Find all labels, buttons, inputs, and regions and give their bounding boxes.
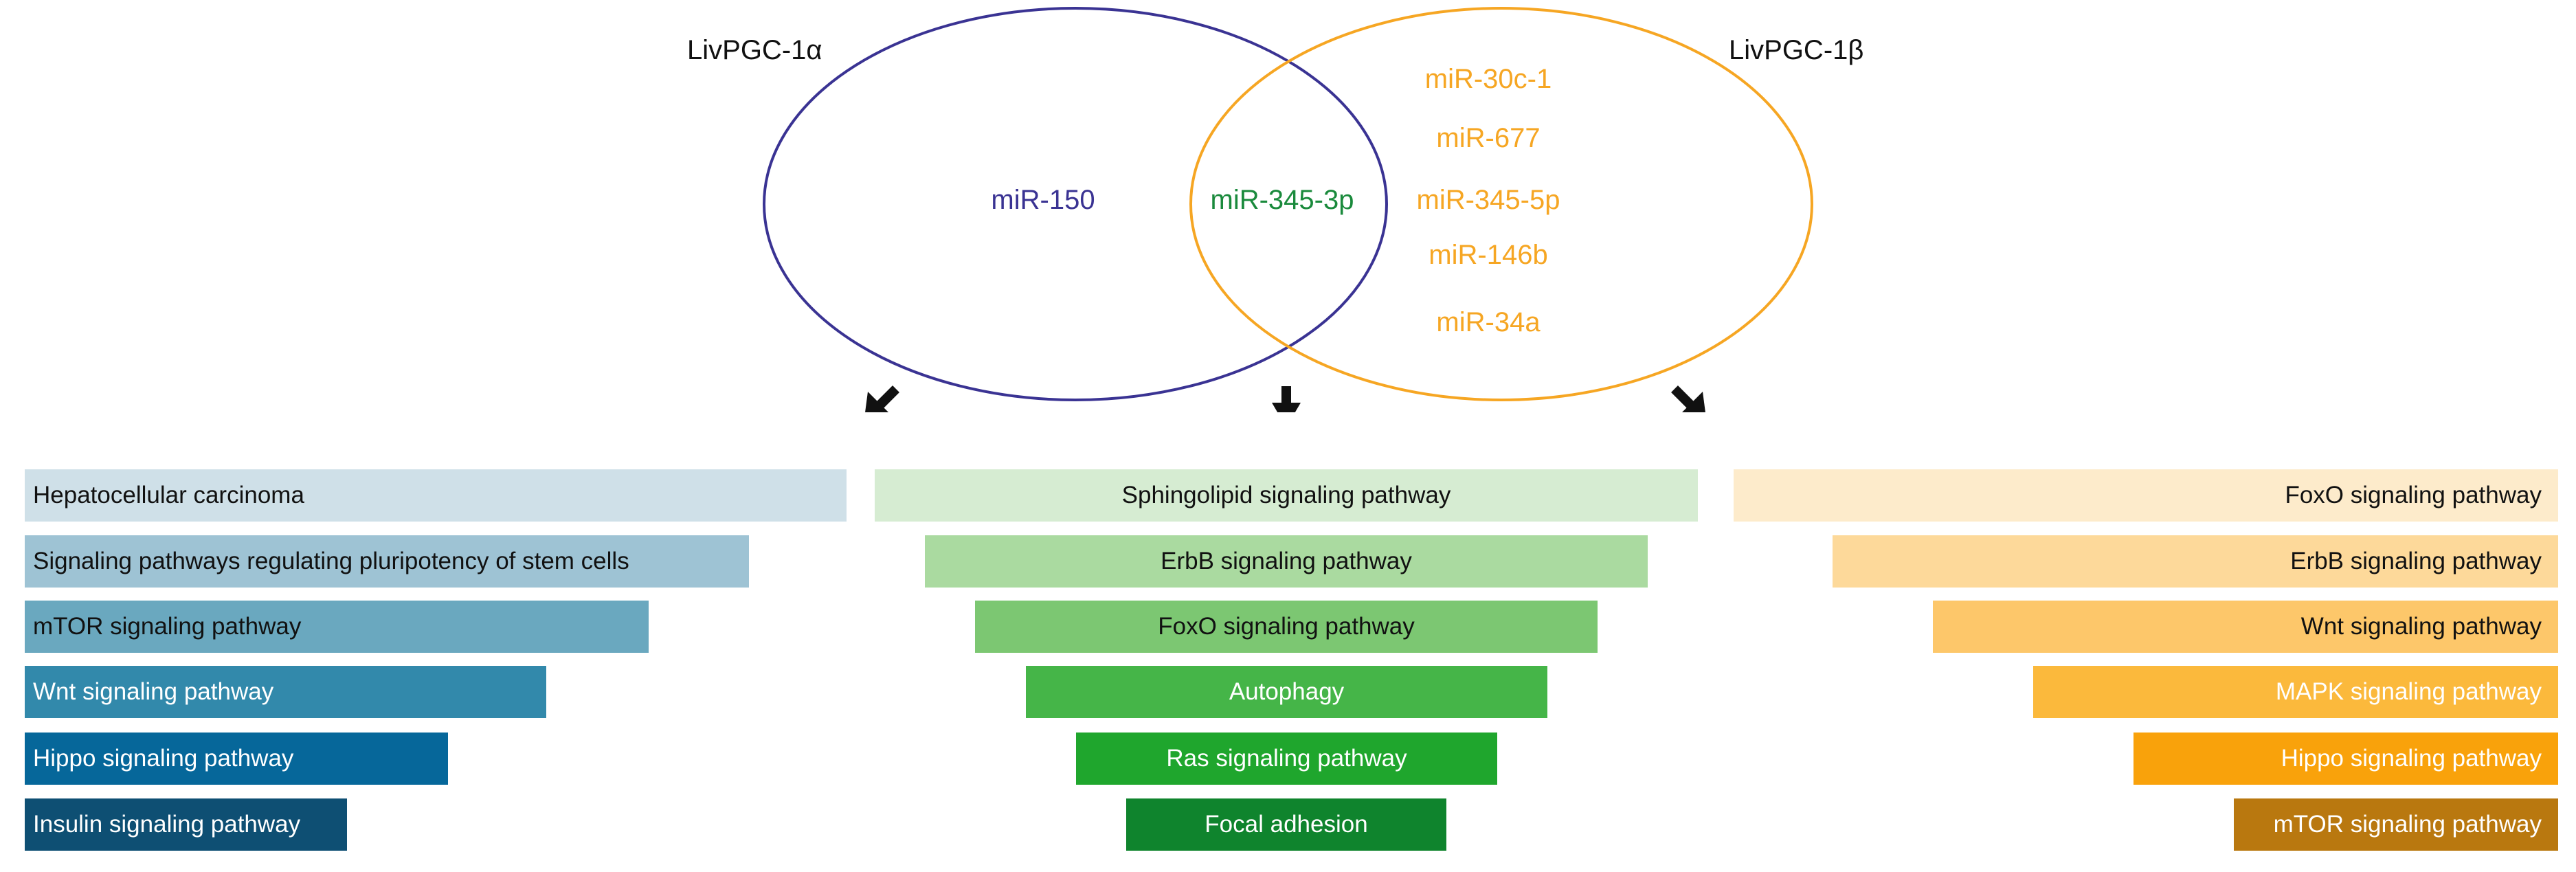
set-label-right: LivPGC-1β xyxy=(1729,35,1863,65)
mirna-right-only: miR-677 xyxy=(1436,123,1540,153)
pathway-label: FoxO signaling pathway xyxy=(1158,613,1415,640)
pathway-bar: ErbB signaling pathway xyxy=(925,535,1648,588)
pathway-bar: Ras signaling pathway xyxy=(1076,733,1497,785)
pathway-label: ErbB signaling pathway xyxy=(1161,548,1412,574)
pathway-label: Insulin signaling pathway xyxy=(33,811,301,838)
pathway-label: Focal adhesion xyxy=(1205,811,1368,838)
mirna-right-only: miR-30c-1 xyxy=(1425,64,1552,94)
pathway-label: mTOR signaling pathway xyxy=(33,613,302,640)
arrow-down-left-icon xyxy=(865,385,899,412)
venn-diagram: LivPGC-1α LivPGC-1β miR-150 miR-345-3p m… xyxy=(687,7,1863,412)
pathway-label: Hippo signaling pathway xyxy=(2281,745,2542,772)
pathway-label: Sphingolipid signaling pathway xyxy=(1121,482,1451,508)
arrow-down-right-icon xyxy=(1671,385,1705,412)
pathway-bar: Wnt signaling pathway xyxy=(1933,601,2558,653)
pathway-label: Autophagy xyxy=(1229,678,1345,705)
pathway-bar: Signaling pathways regulating pluripoten… xyxy=(25,535,749,588)
mirna-intersection: miR-345-3p xyxy=(1211,185,1354,215)
pathway-label: Hippo signaling pathway xyxy=(33,745,294,772)
pathway-bar: Sphingolipid signaling pathway xyxy=(875,469,1698,522)
pathway-bar: FoxO signaling pathway xyxy=(1734,469,2558,522)
pathway-bar: Autophagy xyxy=(1026,666,1547,718)
set-circle-left xyxy=(763,7,1388,401)
pathway-bar: mTOR signaling pathway xyxy=(25,601,649,653)
pathway-bar: Focal adhesion xyxy=(1126,798,1446,851)
pathway-bar: Hippo signaling pathway xyxy=(25,733,448,785)
pathway-bar: MAPK signaling pathway xyxy=(2033,666,2558,718)
pathway-label: Wnt signaling pathway xyxy=(2300,613,2542,640)
pathway-label: Wnt signaling pathway xyxy=(33,678,274,705)
pathway-bar: Hippo signaling pathway xyxy=(2133,733,2558,785)
pathway-label: ErbB signaling pathway xyxy=(2290,548,2542,574)
pathway-label: Ras signaling pathway xyxy=(1166,745,1407,772)
pathway-label: Hepatocellular carcinoma xyxy=(33,482,304,508)
pathway-bar: Insulin signaling pathway xyxy=(25,798,347,851)
pathway-bar: Wnt signaling pathway xyxy=(25,666,546,718)
pathway-label: FoxO signaling pathway xyxy=(2285,482,2542,508)
pathway-bar: Hepatocellular carcinoma xyxy=(25,469,847,522)
mirna-right-only: miR-146b xyxy=(1429,240,1547,270)
pathway-bar: ErbB signaling pathway xyxy=(1833,535,2558,588)
right-only-mirna-list: miR-30c-1 miR-677 miR-345-5p miR-146b mi… xyxy=(1417,64,1560,337)
mirna-right-only: miR-345-5p xyxy=(1417,185,1560,215)
set-label-left: LivPGC-1α xyxy=(687,35,822,65)
set-circle-right xyxy=(1189,7,1813,401)
mirna-left-only: miR-150 xyxy=(991,185,1095,215)
arrow-down-icon xyxy=(1272,386,1301,412)
mirna-right-only: miR-34a xyxy=(1436,307,1541,337)
pathway-label: MAPK signaling pathway xyxy=(2275,678,2542,705)
pathway-bar: FoxO signaling pathway xyxy=(975,601,1598,653)
pathway-label: Signaling pathways regulating pluripoten… xyxy=(33,548,629,574)
pathway-label: mTOR signaling pathway xyxy=(2273,811,2542,838)
pathway-bar: mTOR signaling pathway xyxy=(2234,798,2558,851)
